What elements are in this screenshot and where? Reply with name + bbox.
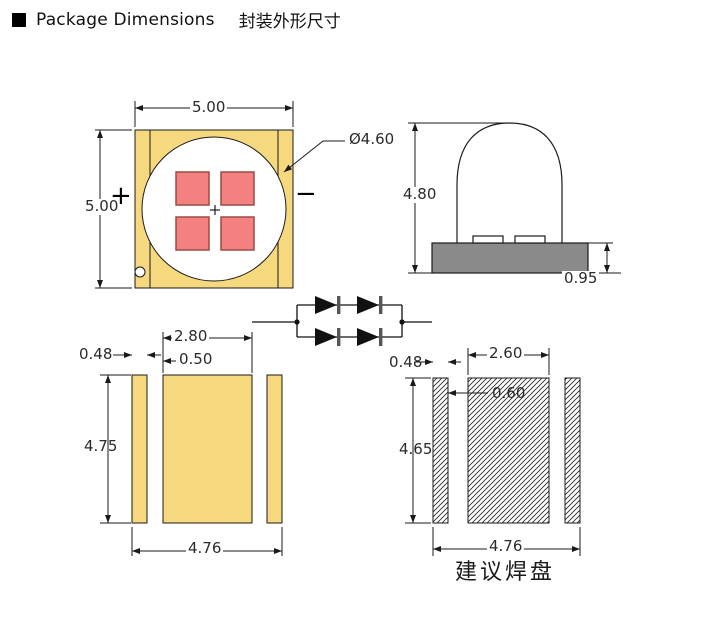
dim-label-solder-center-width: 2.60: [487, 344, 525, 362]
diode-icon: [315, 296, 337, 314]
top-view-diagram: [95, 101, 345, 289]
dim-label-pad-total-width: 4.76: [186, 539, 224, 557]
dim-label-base-thickness: 0.95: [562, 269, 600, 287]
left-pad: [131, 374, 148, 524]
anode-plus-mark: +: [110, 181, 132, 211]
solder-pad-caption: 建议焊盘: [455, 560, 556, 585]
diode-icon: [357, 296, 379, 314]
led-chip: [175, 171, 210, 206]
diode-icon: [315, 328, 337, 346]
dim-label-dome-height: 4.80: [401, 185, 439, 203]
section-title-cn: 封装外形尺寸: [238, 12, 341, 32]
dim-label-solder-strip-width: 0.48: [389, 353, 423, 371]
dim-label-pad-center-width: 2.80: [172, 327, 210, 345]
dim-label-pad-gap: 0.50: [179, 350, 213, 368]
polarity-indicator-hole: [134, 266, 146, 278]
right-solder-pad: [564, 377, 581, 524]
led-chip: [220, 171, 255, 206]
dim-label-package-width: 5.00: [190, 98, 228, 116]
silicone-dome-outline: [456, 122, 563, 243]
diode-icon: [357, 328, 379, 346]
center-solder-pad: [467, 377, 550, 524]
emitting-area-circle: [141, 136, 287, 282]
dim-label-solder-gap: 0.60: [492, 384, 526, 402]
section-bullet-icon: [12, 12, 26, 27]
substrate-base: [431, 242, 589, 274]
right-pad: [266, 374, 283, 524]
center-cross-icon: [210, 205, 220, 215]
dim-label-solder-total-width: 4.76: [487, 537, 525, 555]
center-pad: [162, 374, 253, 524]
left-solder-pad: [432, 377, 449, 524]
led-chip: [220, 216, 255, 251]
led-chips: [175, 171, 255, 251]
lead-bump: [514, 235, 546, 244]
cathode-minus-mark: −: [295, 179, 317, 209]
circle-diameter-leader: [283, 140, 345, 173]
side-view-diagram: [408, 122, 621, 274]
dim-label-pad-strip-width: 0.48: [79, 345, 113, 363]
lead-bump: [472, 235, 504, 244]
pad-layout-diagram: [100, 332, 283, 556]
circuit-diagram: [252, 296, 432, 346]
dim-label-circle-diameter: Ø4.60: [349, 130, 395, 148]
dim-label-package-height: 5.00: [83, 197, 121, 215]
dim-label-solder-height: 4.65: [399, 440, 433, 458]
led-chip: [175, 216, 210, 251]
section-title-en: Package Dimensions: [36, 9, 215, 30]
diode-symbols: [294, 296, 405, 346]
solder-pad-diagram: [405, 348, 581, 556]
dim-label-pad-height: 4.75: [84, 437, 118, 455]
section-header: Package Dimensions 封装外形尺寸: [12, 7, 341, 32]
